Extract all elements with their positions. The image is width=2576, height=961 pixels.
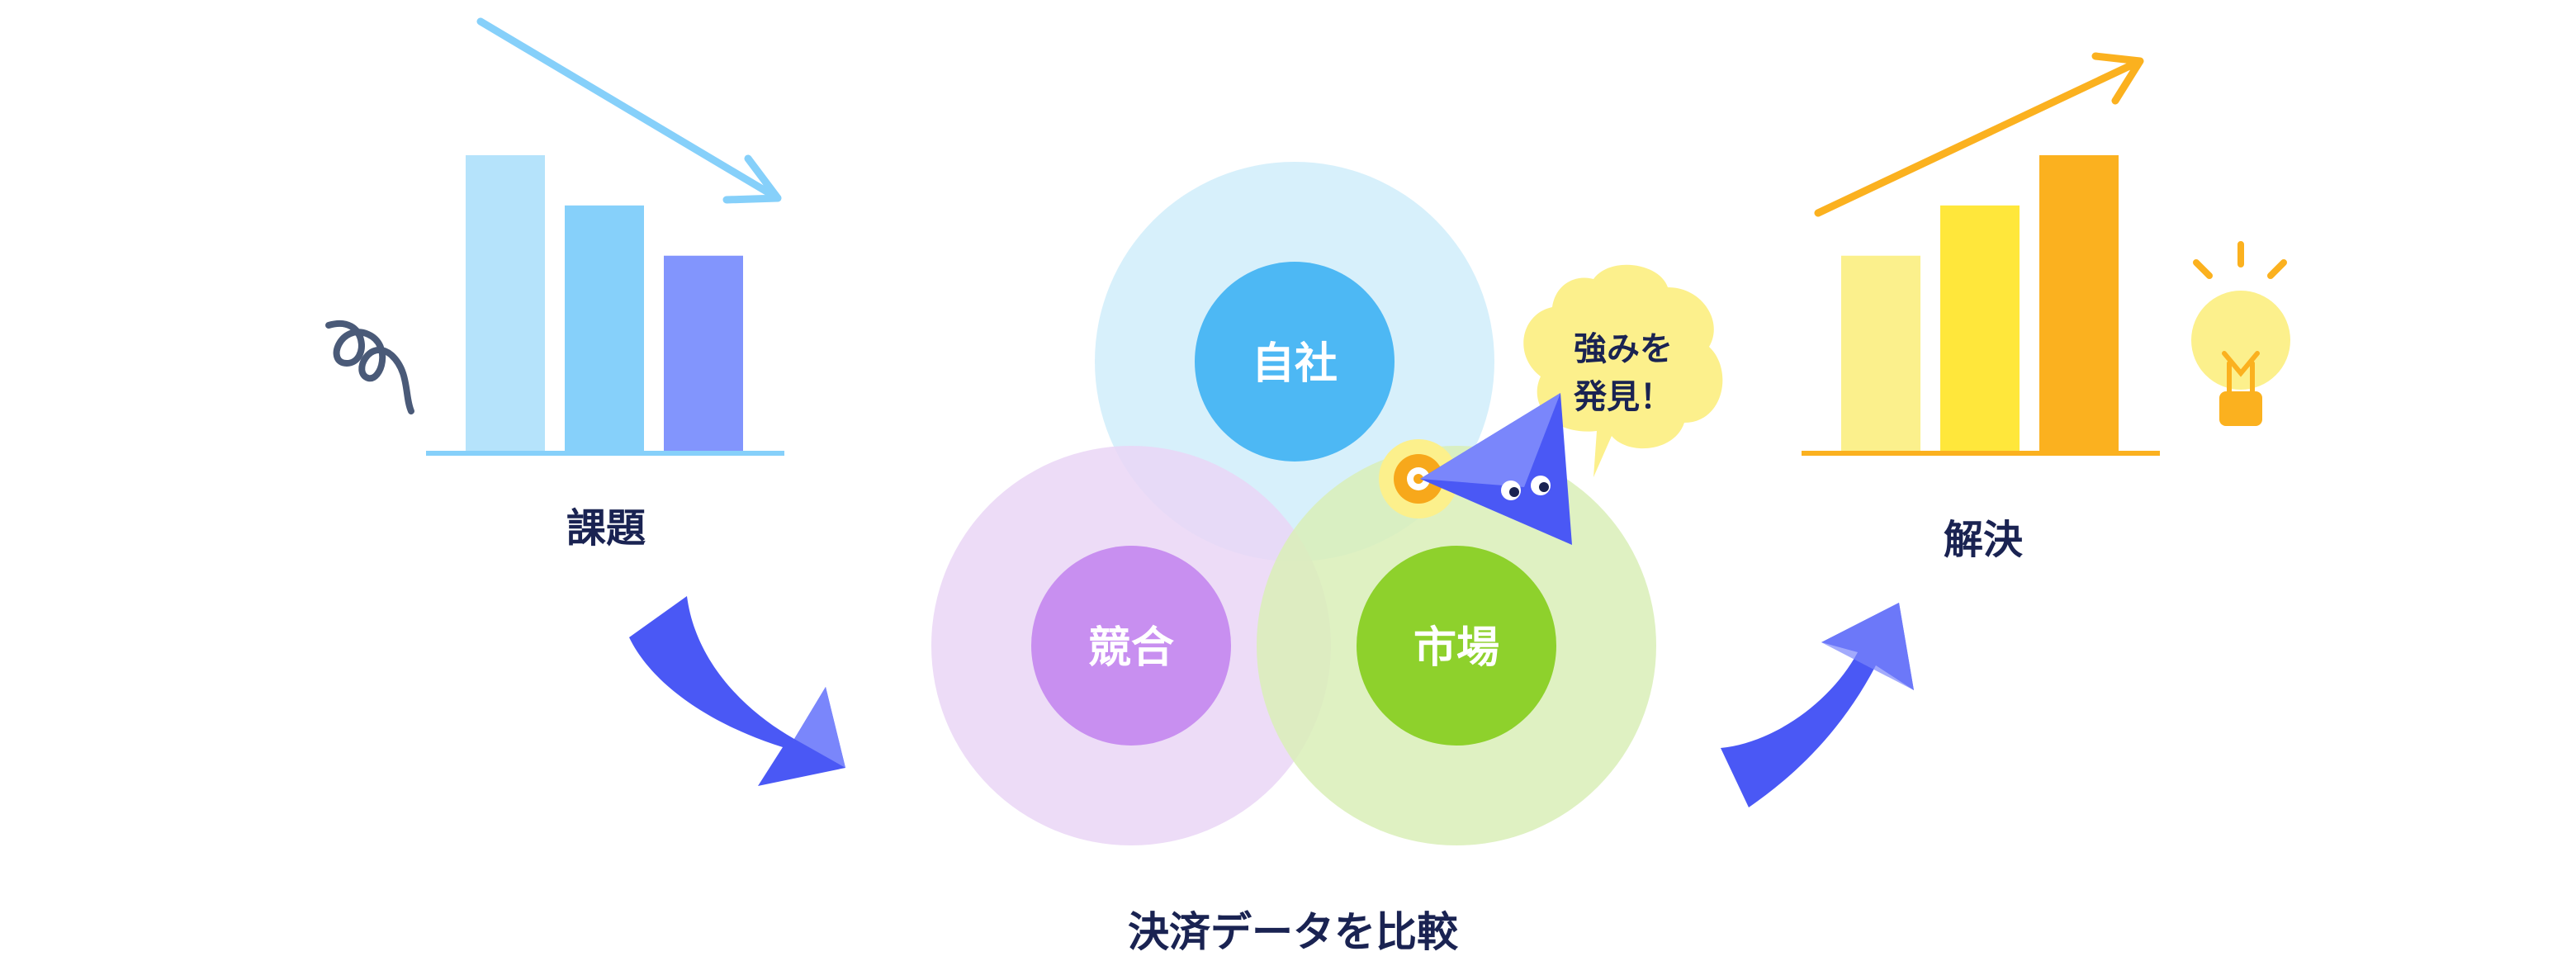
market-inner-circle bbox=[1357, 546, 1556, 746]
solution-baseline bbox=[1802, 451, 2160, 456]
problem-baseline bbox=[426, 451, 784, 456]
self-label: 自社 bbox=[1252, 339, 1338, 389]
arrow-to-comparison bbox=[629, 596, 845, 786]
trend-up-arrow bbox=[1814, 52, 2144, 217]
triangle-character-icon bbox=[1420, 393, 1572, 545]
solution-label: 解決 bbox=[1944, 517, 2023, 563]
solution-bars bbox=[1841, 155, 2119, 452]
solution-chart: 解決 bbox=[1802, 52, 2290, 563]
lightbulb-icon bbox=[2191, 241, 2290, 426]
market-label: 市場 bbox=[1413, 623, 1499, 673]
squiggle-icon bbox=[325, 320, 414, 414]
problem-bar-2 bbox=[565, 205, 644, 452]
problem-bar-1 bbox=[466, 155, 545, 451]
problem-label: 課題 bbox=[566, 505, 646, 552]
competitor-label: 競合 bbox=[1088, 623, 1174, 673]
bubble-line-2: 発見！ bbox=[1574, 378, 1673, 416]
venn-caption: 決済データを比較 bbox=[1128, 908, 1459, 956]
target-icon bbox=[1379, 439, 1458, 518]
trend-down-arrow bbox=[476, 17, 782, 204]
venn-diagram: 自社 競合 市場 強みを 発見！ 決済データを比較 bbox=[931, 162, 1723, 956]
problem-chart: 課題 bbox=[325, 17, 784, 552]
solution-bar-3 bbox=[2039, 155, 2119, 451]
problem-bars bbox=[466, 155, 743, 452]
solution-bar-2 bbox=[1940, 205, 2020, 452]
speech-bubble: 強みを 発見！ bbox=[1523, 264, 1723, 477]
problem-bar-3 bbox=[664, 255, 743, 451]
bubble-line-1: 強みを bbox=[1574, 330, 1673, 368]
self-inner-circle bbox=[1195, 262, 1395, 462]
arrow-to-solution bbox=[1721, 603, 1914, 807]
competitor-inner-circle bbox=[1031, 546, 1231, 746]
solution-bar-1 bbox=[1841, 255, 1920, 451]
